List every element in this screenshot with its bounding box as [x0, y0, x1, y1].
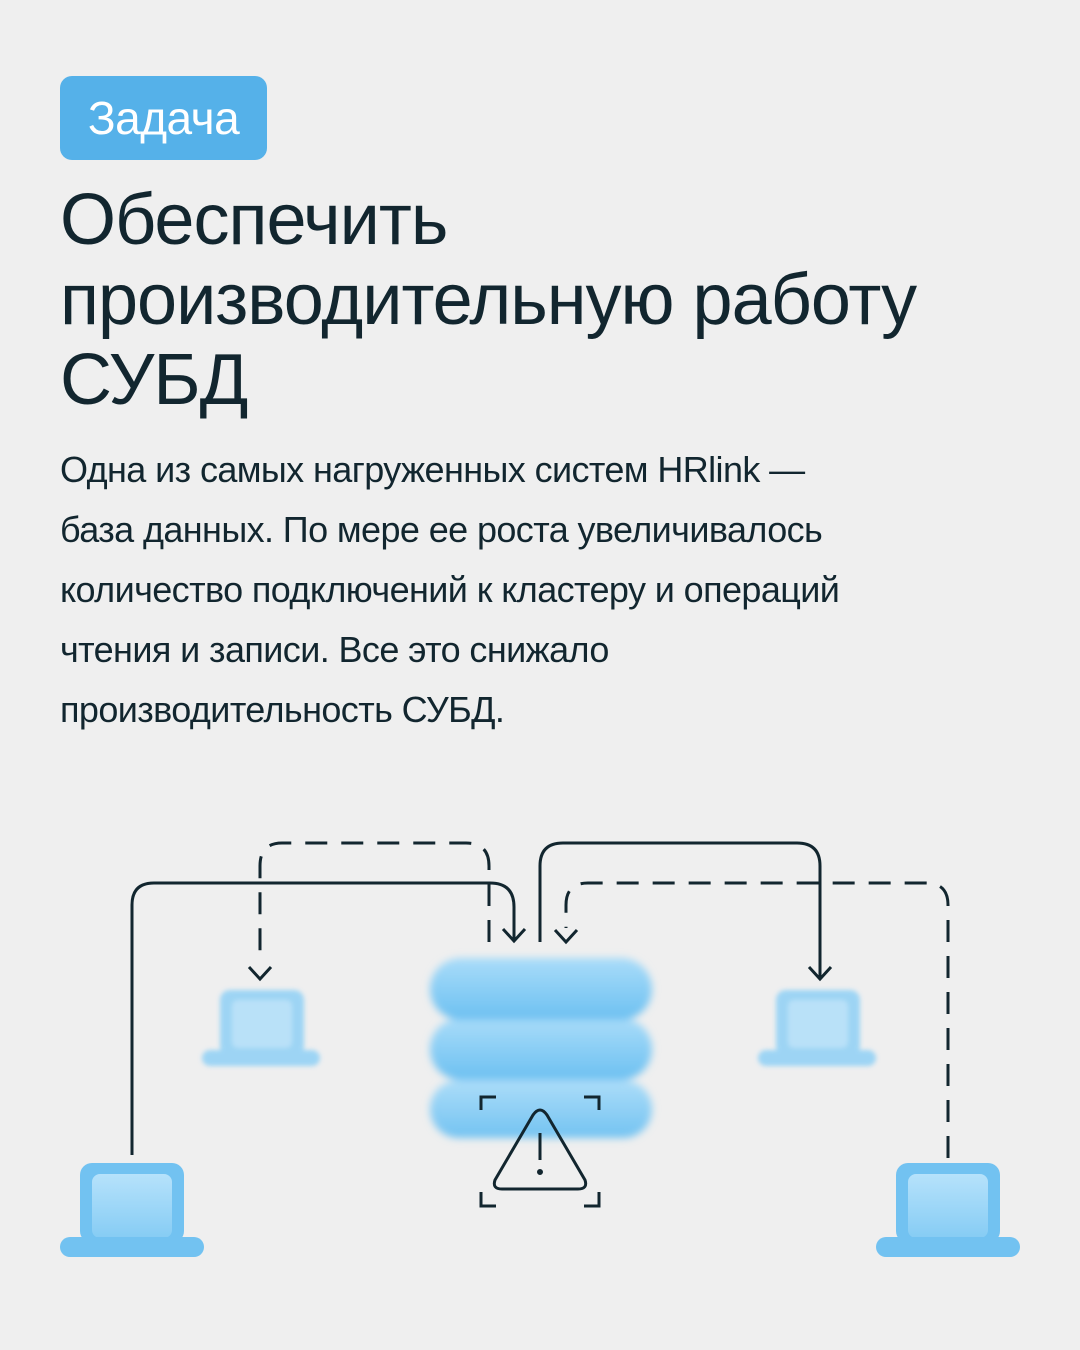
description-line: количество подключений к кластеру и опер…	[60, 569, 840, 610]
description-line: Одна из самых нагруженных систем HRlink …	[60, 449, 805, 490]
warning-icon	[479, 1095, 601, 1208]
connection-line-solid	[538, 841, 822, 978]
laptop-icon	[60, 1163, 204, 1257]
task-badge: Задача	[60, 76, 267, 160]
description-line: база данных. По мере ее роста увеличивал…	[60, 509, 823, 550]
title-line: Обеспечить	[60, 180, 448, 260]
connection-line-solid	[130, 881, 516, 1155]
title-line: производительную работу	[60, 260, 917, 340]
title-line: СУБД	[60, 340, 248, 420]
laptop-icon	[758, 990, 876, 1066]
task-badge-label: Задача	[87, 92, 240, 144]
laptop-icon	[202, 990, 320, 1066]
connection-line-dashed	[564, 881, 950, 1158]
database-icon	[430, 958, 652, 1138]
description-line: чтения и записи. Все это снижало	[60, 629, 609, 670]
laptop-icon	[876, 1163, 1020, 1257]
connection-line-dashed	[258, 841, 491, 958]
description-text: Одна из самых нагруженных систем HRlink …	[60, 440, 1040, 740]
page-title: Обеспечить производительную работу СУБД	[60, 180, 1040, 420]
description-line: производительность СУБД.	[60, 689, 505, 730]
